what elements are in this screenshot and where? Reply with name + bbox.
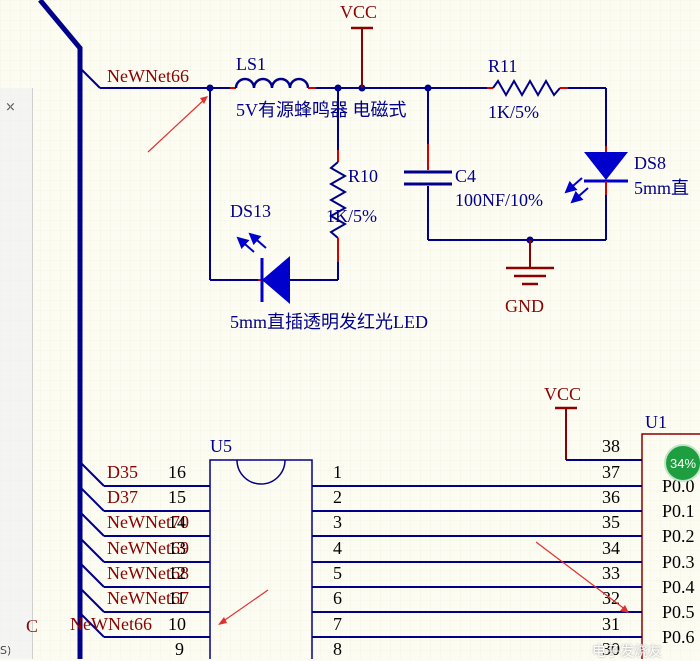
ds8-light-arrow-1 bbox=[564, 177, 583, 194]
bus-entry-top bbox=[79, 67, 101, 89]
u1-pin-name: P0.6 bbox=[662, 627, 695, 647]
ls1-value: 5V有源蜂鸣器 电磁式 bbox=[236, 100, 407, 120]
u5-pin-number: 14 bbox=[168, 512, 186, 532]
u5-pin-number: 11 bbox=[168, 588, 185, 608]
u1-pin-number: 37 bbox=[602, 462, 620, 482]
annotation-arrow-lower-right bbox=[535, 541, 627, 611]
ds8-value: 5mm直 bbox=[634, 178, 689, 198]
bus-net-label: NeWNet68 bbox=[107, 563, 189, 583]
u5-pin-number: 2 bbox=[333, 487, 342, 507]
u1-pin-number: 33 bbox=[602, 563, 620, 583]
c4-value: 100NF/10% bbox=[455, 190, 543, 210]
u5-pin-number: 9 bbox=[175, 639, 184, 659]
ds8-ref: DS8 bbox=[634, 153, 666, 173]
u5-body bbox=[209, 459, 313, 659]
r10-body bbox=[328, 161, 348, 239]
main-bus bbox=[38, 0, 83, 659]
annotation-arrowhead bbox=[218, 617, 227, 625]
bus-net-label: NeWNet67 bbox=[107, 588, 189, 608]
bus-entries bbox=[79, 461, 105, 638]
r11-body bbox=[492, 78, 561, 98]
annotation-arrowhead bbox=[620, 605, 629, 613]
u1-pin-number: 30 bbox=[602, 639, 620, 659]
u5-left-wires bbox=[104, 485, 210, 638]
u5-pin-number: 5 bbox=[333, 563, 342, 583]
bus-net-label: NeWNet70 bbox=[107, 512, 189, 532]
ds13-value: 5mm直插透明发红光LED bbox=[230, 312, 428, 332]
bus-net-label: D35 bbox=[107, 462, 138, 482]
vcc-top-label: VCC bbox=[340, 2, 377, 22]
watermark: 电子发烧友 bbox=[592, 643, 662, 659]
ds8-light-arrow-2 bbox=[570, 187, 589, 204]
annotation-arrow-top bbox=[147, 97, 207, 153]
ls1-coil bbox=[234, 77, 310, 89]
net-label-top: NeWNet66 bbox=[107, 66, 189, 86]
bus-net-label: D37 bbox=[107, 487, 138, 507]
u5-label: U5 bbox=[210, 436, 232, 456]
annotation-arrowhead-top bbox=[200, 96, 208, 104]
annotation-arrow-lower-left bbox=[221, 589, 269, 623]
c4-ref: C4 bbox=[455, 166, 476, 186]
u1-pin-number: 34 bbox=[602, 538, 620, 558]
ds13-ref: DS13 bbox=[230, 201, 271, 221]
ds13-light-arrow-1 bbox=[236, 236, 255, 253]
u5-notch bbox=[236, 459, 286, 485]
u5-pin-number: 4 bbox=[333, 538, 342, 558]
u5-pin-number: 16 bbox=[168, 462, 186, 482]
u1-pin-number: 38 bbox=[602, 436, 620, 456]
u1-pin-name: P0.5 bbox=[662, 602, 695, 622]
vcc-bottom-label: VCC bbox=[544, 384, 581, 404]
u1-pin-name: P0.1 bbox=[662, 501, 695, 521]
u1-pin-number: 35 bbox=[602, 512, 620, 532]
u5-pin-number: 6 bbox=[333, 588, 342, 608]
u5-u1-wires bbox=[312, 459, 642, 638]
u5-pin-number: 15 bbox=[168, 487, 186, 507]
gnd-label: GND bbox=[505, 296, 544, 316]
r11-ref: R11 bbox=[488, 56, 517, 76]
u5-pin-number: 10 bbox=[168, 614, 186, 634]
u1-body bbox=[641, 433, 700, 659]
progress-badge[interactable]: 34% bbox=[664, 444, 700, 482]
ds8-triangle bbox=[584, 152, 628, 180]
u1-pin-name: P0.4 bbox=[662, 577, 695, 597]
bus-net-label: NeWNet69 bbox=[107, 538, 189, 558]
u5-pin-number: 13 bbox=[168, 538, 186, 558]
r10-value: 1K/5% bbox=[326, 206, 377, 226]
bus-net-label: NeWNet66 bbox=[70, 614, 152, 634]
u1-pin-name: P0.3 bbox=[662, 552, 695, 572]
ds13-light-arrow-2 bbox=[248, 232, 267, 249]
u5-pin-number: 7 bbox=[333, 614, 342, 634]
u1-pin-name: P0.2 bbox=[662, 526, 695, 546]
ds13-triangle bbox=[262, 256, 290, 304]
u5-pin-number: 1 bbox=[333, 462, 342, 482]
u1-pin-number: 31 bbox=[602, 614, 620, 634]
r11-value: 1K/5% bbox=[488, 102, 539, 122]
r10-ref: R10 bbox=[348, 166, 378, 186]
u5-pin-number: 3 bbox=[333, 512, 342, 532]
u5-pin-number: 12 bbox=[168, 563, 186, 583]
u1-label: U1 bbox=[645, 412, 667, 432]
ls1-ref: LS1 bbox=[236, 54, 266, 74]
u5-pin-number: 8 bbox=[333, 639, 342, 659]
u1-pin-number: 36 bbox=[602, 487, 620, 507]
